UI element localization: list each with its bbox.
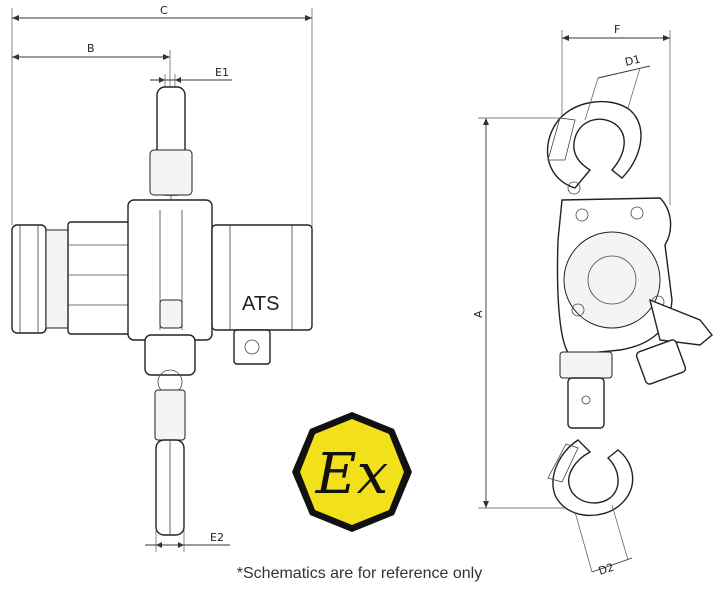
swivel-shank xyxy=(154,389,186,441)
brand-label: ATS xyxy=(242,293,279,315)
top-hook-side xyxy=(546,100,642,189)
bottom-block-upper xyxy=(144,334,196,376)
top-hook-latch xyxy=(547,117,576,161)
bottom-block-side xyxy=(559,351,613,379)
handwheel-hub xyxy=(45,229,69,329)
body-clamp xyxy=(159,299,183,329)
dim-d2-label: D2 xyxy=(597,561,616,578)
handwheel xyxy=(11,224,47,334)
dim-d2-line xyxy=(591,557,633,573)
reference-note: *Schematics are for reference only xyxy=(236,565,483,582)
dim-e2-label: E2 xyxy=(210,531,224,544)
brake-cover xyxy=(563,231,661,329)
swivel-pin xyxy=(581,395,591,405)
top-hook-pin xyxy=(567,181,581,195)
gear-housing-left xyxy=(67,221,131,335)
atex-ex-mark: Ex xyxy=(292,412,412,532)
bolt-top-left xyxy=(575,208,589,222)
dim-e1-label: E1 xyxy=(215,66,229,79)
dim-d2-ext-a xyxy=(574,511,593,573)
dim-e2-arrows xyxy=(156,542,184,548)
bottom-hook-side xyxy=(552,439,634,517)
bolt-bottom-left xyxy=(571,303,585,317)
dim-e1-arrows xyxy=(159,77,181,83)
dim-a-label: A xyxy=(472,310,485,318)
dim-c-label: C xyxy=(160,4,168,17)
ex-mark-text: Ex xyxy=(315,442,388,507)
swivel-side xyxy=(567,377,605,429)
dim-d1-ext-a xyxy=(584,77,599,121)
connector-box xyxy=(635,339,687,385)
bottom-hook-latch xyxy=(547,443,579,483)
side-view: F A D1 xyxy=(472,23,713,578)
dim-f-label: F xyxy=(614,23,620,36)
brake-cover-inner xyxy=(587,255,637,305)
junction-gland xyxy=(244,339,260,355)
dim-d2-ext-b xyxy=(611,504,629,561)
dim-d1-label: D1 xyxy=(624,53,642,69)
dim-d1-line xyxy=(597,65,651,79)
bolt-top-right xyxy=(630,206,644,220)
dim-d1-ext-b xyxy=(627,67,641,109)
ex-hexagon-fill xyxy=(300,419,404,525)
dim-b-label: B xyxy=(87,42,95,55)
junction-box xyxy=(233,329,271,365)
side-arm xyxy=(648,298,713,346)
top-hook-block xyxy=(149,149,193,196)
front-view: C B E1 ATS xyxy=(11,4,313,552)
